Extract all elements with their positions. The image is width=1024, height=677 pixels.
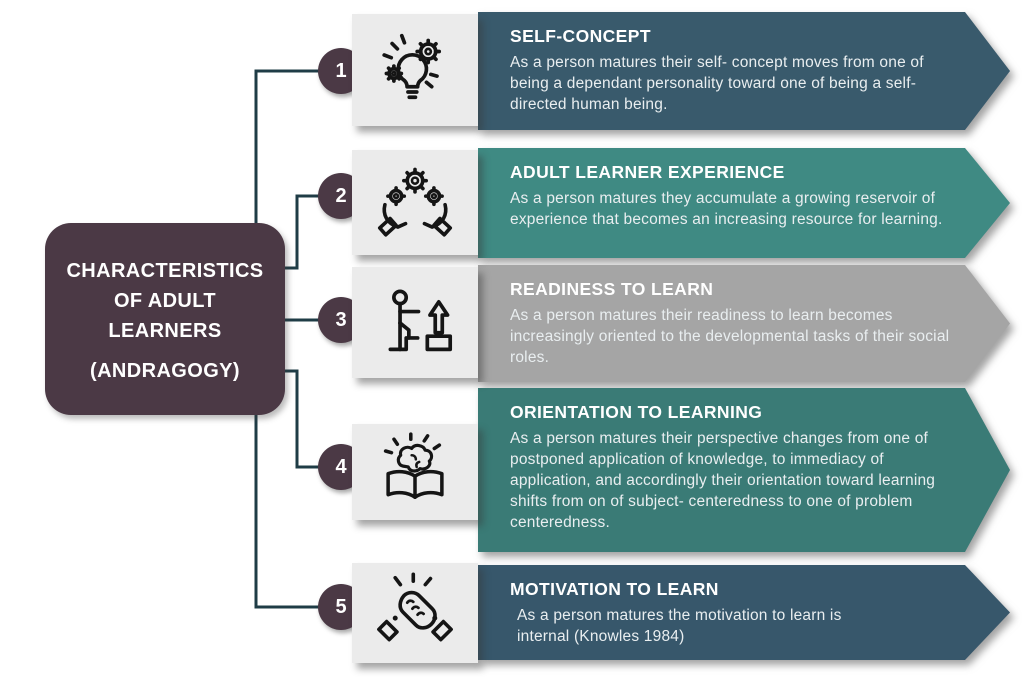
handshake-icon [377,572,453,642]
main-title: CHARACTERISTICS OF ADULT LEARNERS [66,259,264,342]
growth-steps-icon [388,288,453,351]
banner-title: READINESS TO LEARN [510,279,714,299]
banner-shape: READINESS TO LEARN As a person matures t… [478,265,1010,382]
icon-tile-2 [352,150,478,255]
connector-5 [254,415,319,609]
icon-tile-3 [352,267,478,378]
connector-4 [284,369,319,469]
banner-adult-learner-experience: ADULT LEARNER EXPERIENCE As a person mat… [478,148,1010,258]
main-title-box: CHARACTERISTICS OF ADULT LEARNERS (ANDRA… [45,223,285,415]
banner-shape: SELF-CONCEPT As a person matures their s… [478,12,1010,130]
banner-title: ORIENTATION TO LEARNING [510,402,763,422]
banner-description: As a person matures the motivation to le… [517,607,842,645]
main-subtitle: (ANDRAGOGY) [90,359,240,382]
banner-shape: MOTIVATION TO LEARN As a person matures … [478,565,1010,660]
banner-motivation-to-learn: MOTIVATION TO LEARN As a person matures … [478,565,1010,660]
idea-gears-icon [382,33,442,100]
connector-1 [254,69,319,223]
banner-title: SELF-CONCEPT [510,26,651,46]
banner-title: MOTIVATION TO LEARN [510,579,719,599]
hands-gears-icon [377,167,453,237]
brain-book-icon [383,432,444,499]
connector-2 [284,194,319,270]
banner-shape: ADULT LEARNER EXPERIENCE As a person mat… [478,148,1010,258]
icon-tile-1 [352,14,478,126]
banner-shape: ORIENTATION TO LEARNING As a person matu… [478,388,1010,552]
banner-orientation-to-learning: ORIENTATION TO LEARNING As a person matu… [478,388,1010,552]
banner-readiness-to-learn: READINESS TO LEARN As a person matures t… [478,265,1010,382]
icon-tile-4 [352,424,478,520]
banner-description: As a person matures their readiness to l… [510,307,950,366]
banner-description: As a person matures they accumulate a gr… [510,190,943,228]
banner-description: As a person matures their self- concept … [510,54,924,113]
banner-self-concept: SELF-CONCEPT As a person matures their s… [478,12,1010,130]
banner-title: ADULT LEARNER EXPERIENCE [510,162,785,182]
icon-tile-5 [352,563,478,663]
banner-description: As a person matures their perspective ch… [510,430,936,531]
